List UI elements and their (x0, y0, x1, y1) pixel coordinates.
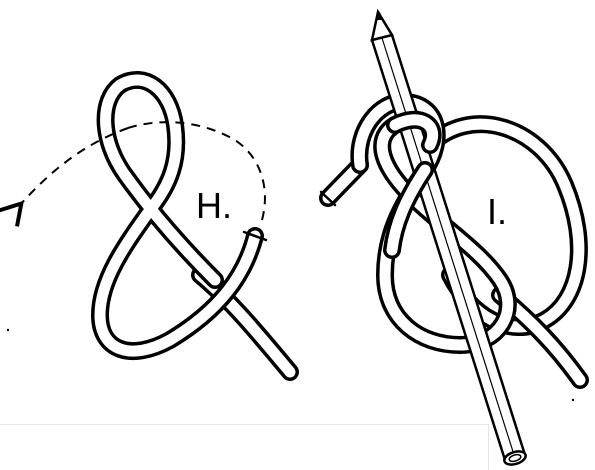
caption-frame (0, 424, 489, 470)
step-label-h: H. (196, 188, 232, 224)
step-i-rope (321, 12, 580, 467)
step-label-i: I. (487, 194, 507, 230)
step-h-rope (20, 80, 290, 372)
